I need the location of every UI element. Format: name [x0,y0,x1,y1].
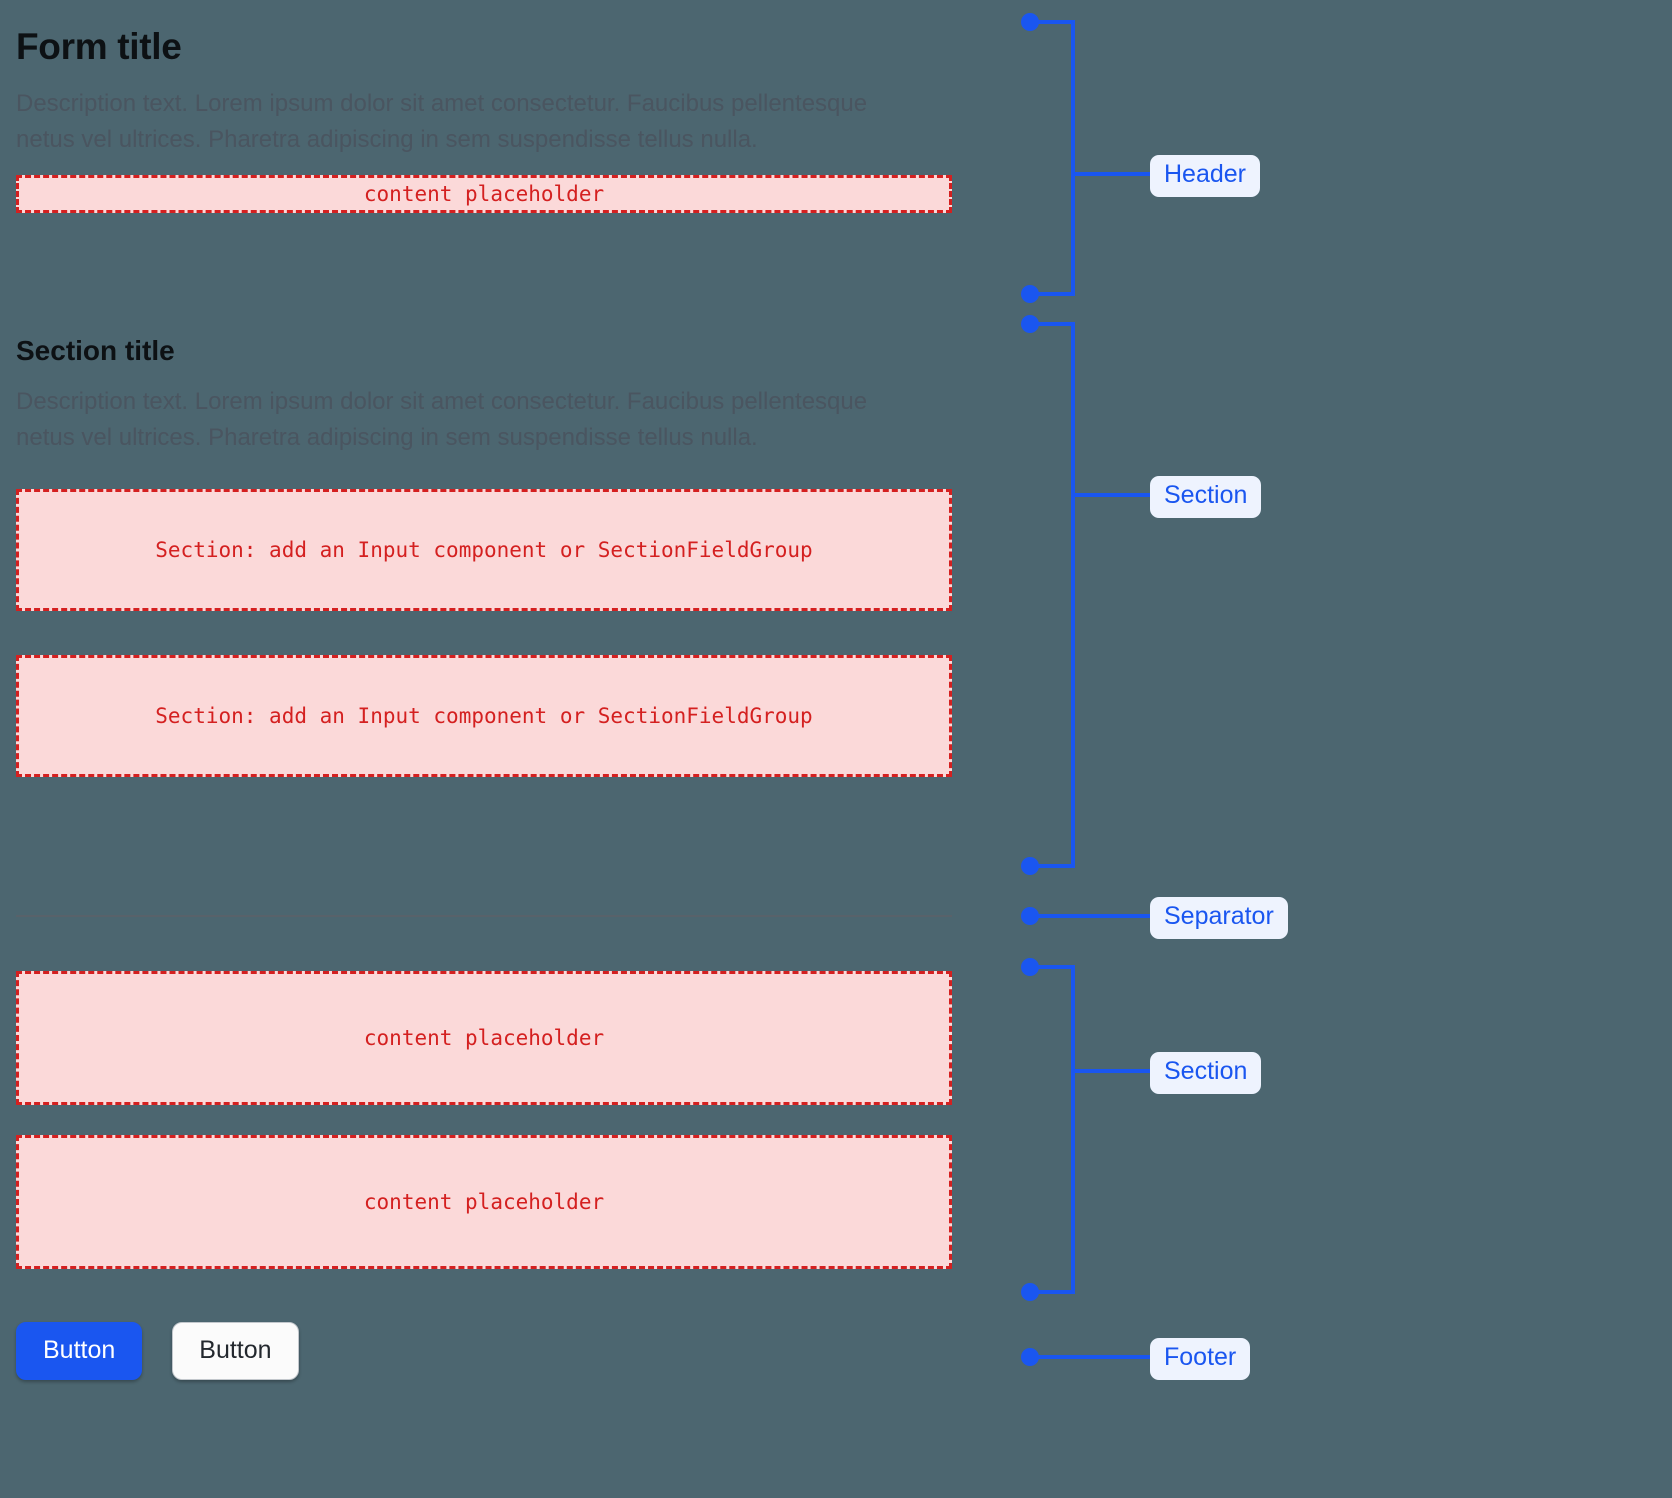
section-two-bracket [1030,965,1075,1294]
section-description: Description text. Lorem ipsum dolor sit … [16,388,868,451]
form-section-two: content placeholder content placeholder [16,971,952,1269]
annotation-badge-separator[interactable]: Separator [1150,897,1288,939]
anchor-dot-section-one-bottom [1021,857,1039,875]
section-two-content-placeholder-2[interactable]: content placeholder [16,1135,952,1269]
form-header-region: Form title Description text. Lorem ipsum… [16,16,952,214]
anchor-dot-footer [1021,1348,1039,1366]
form-title: Form title [16,26,182,67]
section-one-bracket [1030,322,1075,868]
section-field-placeholder-2[interactable]: Section: add an Input component or Secti… [16,655,952,778]
primary-button[interactable]: Button [16,1322,143,1380]
annotation-badge-section-one[interactable]: Section [1150,476,1262,518]
section-title: Section title [16,335,175,366]
anchor-dot-section-two-bottom [1021,1283,1039,1301]
form-footer: Button Button [16,1322,299,1380]
anchor-dot-section-two-top [1021,958,1039,976]
secondary-button[interactable]: Button [172,1322,299,1380]
form-header-description: Description text. Lorem ipsum dolor sit … [16,90,868,153]
form-separator [16,915,952,917]
header-bracket [1030,20,1075,296]
anchor-dot-section-one-top [1021,315,1039,333]
section-two-content-placeholder-1[interactable]: content placeholder [16,971,952,1105]
form-section-one: Section title Description text. Lorem ip… [16,333,952,778]
header-content-placeholder[interactable]: content placeholder [16,175,952,214]
annotation-badge-section-two[interactable]: Section [1150,1052,1262,1094]
section-field-placeholder-1[interactable]: Section: add an Input component or Secti… [16,489,952,612]
annotation-badge-header[interactable]: Header [1150,155,1260,197]
anchor-dot-header-top [1021,13,1039,31]
annotation-badge-footer[interactable]: Footer [1150,1338,1251,1380]
anchor-dot-separator [1021,907,1039,925]
form-preview-column: Form title Description text. Lorem ipsum… [16,16,952,1380]
anchor-dot-header-bottom [1021,285,1039,303]
